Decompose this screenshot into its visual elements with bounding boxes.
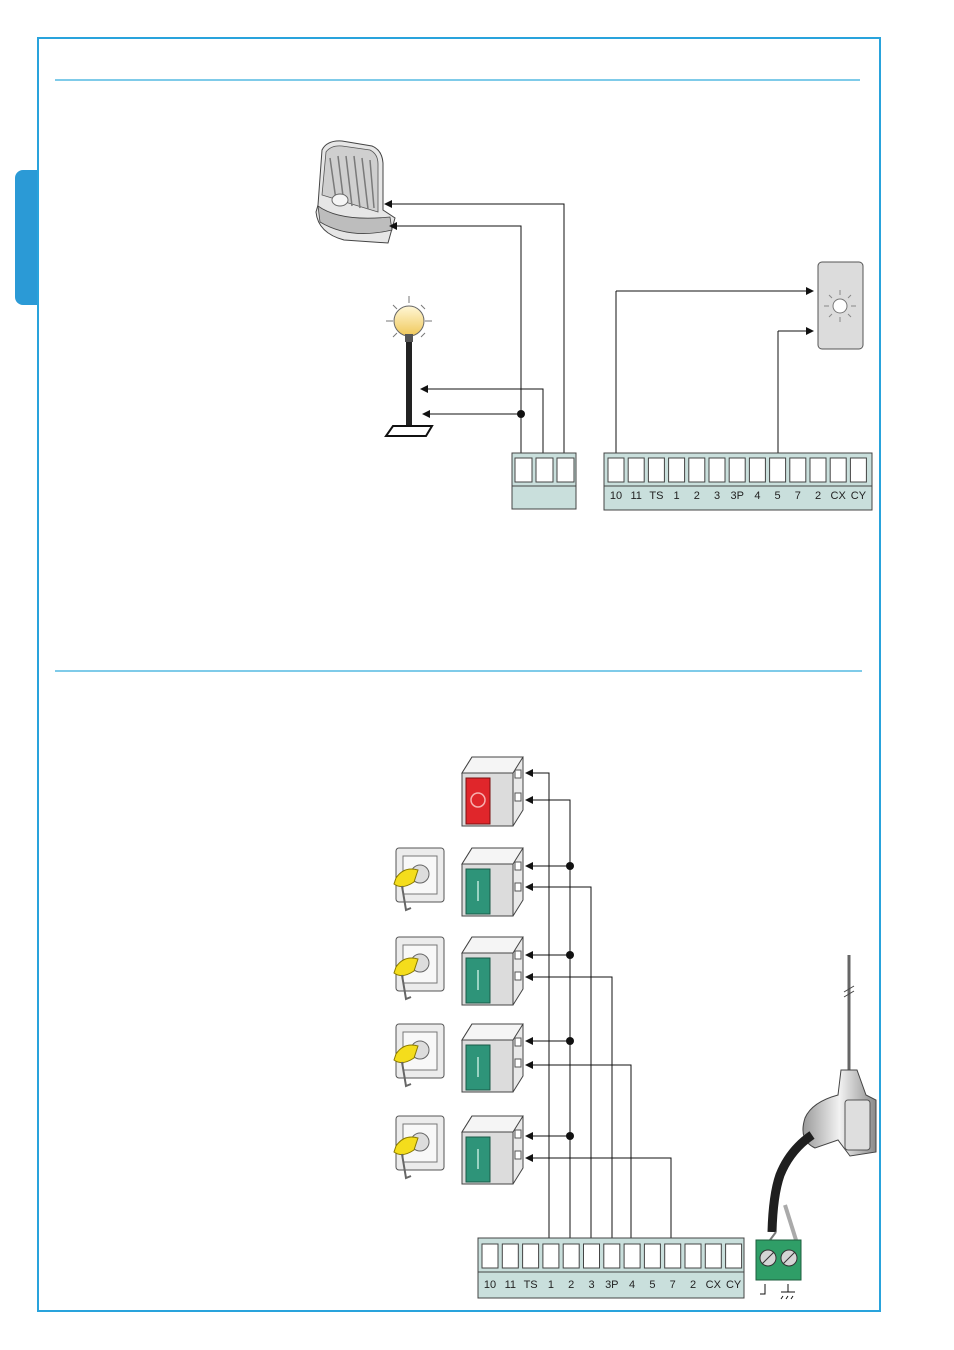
top-board-label: 2	[694, 490, 700, 502]
start-button-icon	[462, 1024, 523, 1092]
top-board-label: CX	[831, 490, 847, 502]
key-switch-icon	[394, 937, 444, 999]
bottom-wiring	[526, 773, 671, 1248]
top-wiring	[385, 204, 813, 462]
key-switch-icon	[394, 1116, 444, 1178]
flashing-light-icon	[316, 141, 395, 243]
top-board-label: 3P	[730, 490, 743, 502]
top-board-label: 2	[815, 490, 821, 502]
bottom-board-slot	[523, 1244, 539, 1268]
bottom-board-label: 3P	[605, 1279, 618, 1291]
start-button-icon	[462, 848, 523, 916]
start-button-icon	[462, 937, 523, 1005]
bottom-board-label: 1	[548, 1279, 554, 1291]
top-board-label: CY	[851, 490, 867, 502]
top-board-label: 11	[630, 490, 641, 502]
bottom-board-label: 7	[670, 1279, 676, 1291]
bottom-terminal-board: 10 11 TS 1 2 3 3P 4 5 7 2 CX CY	[478, 1238, 744, 1298]
top-board-slot	[729, 458, 745, 482]
power-terminal-block	[512, 453, 576, 509]
bottom-board-label: 11	[505, 1279, 516, 1291]
antenna-icon	[770, 955, 876, 1240]
key-switch-icon	[394, 1024, 444, 1086]
start-button-icon	[462, 1116, 523, 1184]
stop-button-icon	[462, 757, 523, 826]
top-terminal-board: 10 11 TS 1 2 3 3P 4 5 7 2 CX CY	[604, 453, 872, 510]
antenna-terminal	[756, 1240, 801, 1299]
top-board-label: 7	[795, 490, 801, 502]
bottom-board-slot	[705, 1244, 721, 1268]
top-board-slot	[709, 458, 725, 482]
bottom-board-slot	[543, 1244, 559, 1268]
top-board-slot	[770, 458, 786, 482]
top-board-slot	[648, 458, 664, 482]
top-board-label: 4	[754, 490, 760, 502]
top-board-slot	[628, 458, 644, 482]
bottom-board-label: CY	[726, 1279, 742, 1291]
top-board-slot	[689, 458, 705, 482]
bottom-board-slot	[563, 1244, 579, 1268]
bottom-board-label: CX	[706, 1279, 722, 1291]
garden-lamp-icon	[386, 296, 432, 436]
top-board-slot	[790, 458, 806, 482]
top-board-slot	[669, 458, 685, 482]
top-board-label: 5	[775, 490, 781, 502]
bottom-board-slot	[685, 1244, 701, 1268]
bottom-board-label: 2	[568, 1279, 574, 1291]
top-board-label: 3	[714, 490, 720, 502]
top-board-slot	[749, 458, 765, 482]
bottom-board-slot	[584, 1244, 600, 1268]
bottom-board-label: 4	[629, 1279, 635, 1291]
bottom-board-label: 2	[690, 1279, 696, 1291]
bottom-board-label: TS	[524, 1279, 538, 1291]
key-switch-icon	[394, 848, 444, 910]
bottom-board-slot	[482, 1244, 498, 1268]
top-board-label: 10	[610, 490, 622, 502]
top-board-slot	[830, 458, 846, 482]
bottom-board-label: 5	[649, 1279, 655, 1291]
bottom-board-slot	[624, 1244, 640, 1268]
top-board-label: TS	[649, 490, 663, 502]
bottom-board-label: 3	[588, 1279, 594, 1291]
top-board-slot	[608, 458, 624, 482]
bottom-board-slot	[665, 1244, 681, 1268]
top-board-slot	[850, 458, 866, 482]
top-board-slot	[810, 458, 826, 482]
bottom-board-slot	[604, 1244, 620, 1268]
bottom-board-slot	[502, 1244, 518, 1268]
bottom-board-label: 10	[484, 1279, 496, 1291]
courtesy-light-icon	[818, 262, 863, 349]
bottom-board-slot	[726, 1244, 742, 1268]
bottom-board-slot	[644, 1244, 660, 1268]
top-board-label: 1	[674, 490, 680, 502]
junction-dot	[517, 410, 525, 418]
